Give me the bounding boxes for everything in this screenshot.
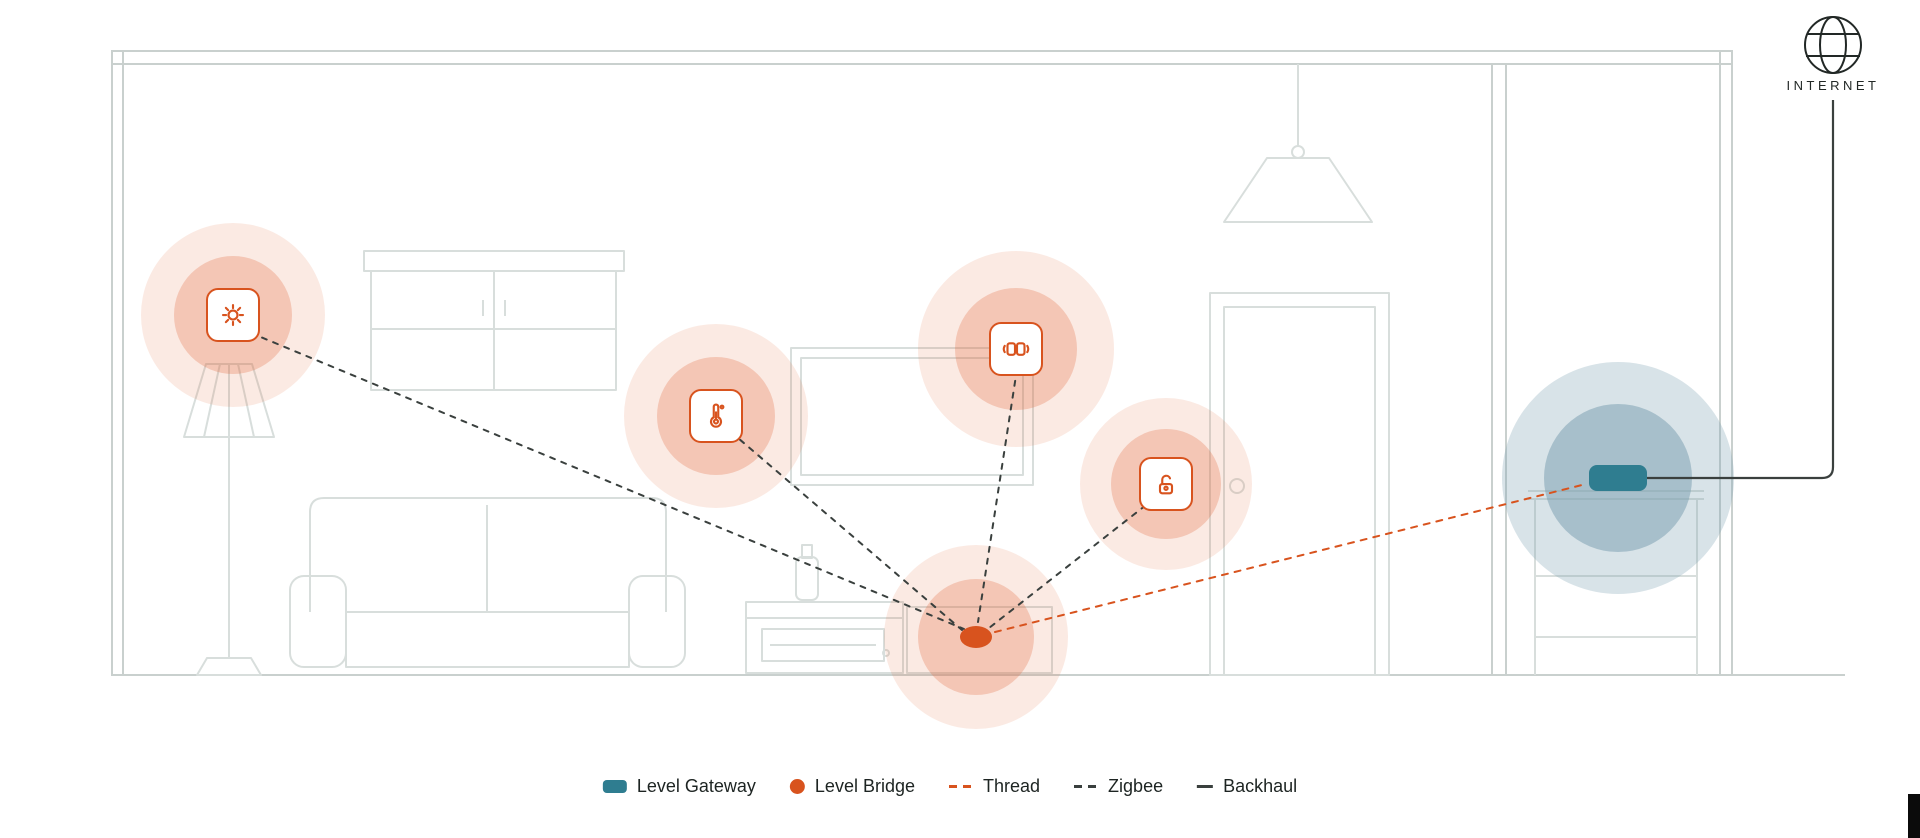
- zigbee-swatch: [1074, 785, 1099, 788]
- zigbee-link-thermostat-bridge: [730, 431, 963, 631]
- door: [1209, 292, 1390, 676]
- legend-item-zigbee: Zigbee: [1074, 776, 1163, 797]
- legend-label-gateway: Level Gateway: [636, 776, 756, 796]
- sun-icon: [221, 303, 245, 327]
- media-console-left: [745, 601, 904, 674]
- backhaul-swatch: [1197, 785, 1214, 788]
- sensor-device: [989, 322, 1043, 376]
- zigbee-link-sensor-bridge: [977, 368, 1018, 623]
- thread-swatch: [949, 785, 973, 788]
- smart-lock-device: [1139, 457, 1193, 511]
- level-gateway-device: [1589, 465, 1647, 491]
- legend-item-backhaul: Backhaul: [1197, 776, 1297, 797]
- sofa: [289, 497, 686, 668]
- screen-edge-artifact: [1908, 794, 1920, 838]
- gateway-swatch: [602, 780, 627, 793]
- tv: [790, 347, 1034, 486]
- contact-sensor-icon: [1002, 342, 1030, 356]
- thermostat-device: [689, 389, 743, 443]
- cabinet: [363, 250, 625, 391]
- zigbee-link-lock-bridge: [988, 497, 1156, 629]
- legend-item-gateway: Level Gateway: [602, 776, 756, 797]
- smart-light-device: [206, 288, 260, 342]
- pendant-lamp: [1223, 64, 1373, 223]
- bridge-swatch: [789, 779, 805, 794]
- legend: Level Gateway Level Bridge Thread Zigbee…: [602, 776, 1297, 797]
- legend-label-backhaul: Backhaul: [1223, 776, 1298, 796]
- floor-lamp: [183, 363, 275, 676]
- backhaul-link-gateway-internet: [1646, 100, 1835, 480]
- legend-label-zigbee: Zigbee: [1108, 776, 1164, 796]
- vase: [795, 544, 819, 601]
- open-padlock-icon: [1158, 474, 1174, 495]
- legend-item-thread: Thread: [949, 776, 1040, 797]
- globe-icon: [1804, 16, 1862, 74]
- zigbee-link-light-bridge: [250, 332, 965, 630]
- legend-item-bridge: Level Bridge: [789, 776, 915, 797]
- internet-label: INTERNET: [1786, 78, 1880, 93]
- legend-label-bridge: Level Bridge: [814, 776, 915, 796]
- level-bridge-device: [960, 626, 992, 648]
- thermometer-icon: [709, 403, 725, 428]
- thread-link-bridge-gateway: [994, 483, 1587, 633]
- legend-label-thread: Thread: [983, 776, 1041, 796]
